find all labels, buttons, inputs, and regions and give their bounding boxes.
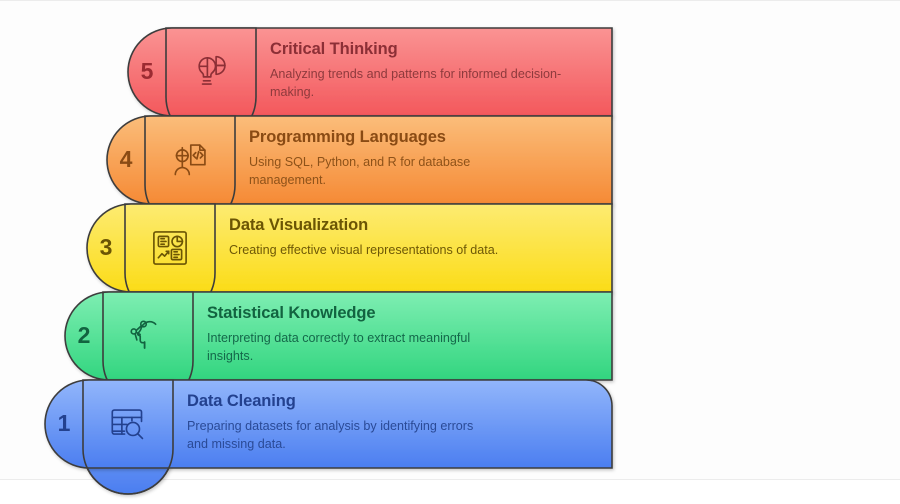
step-number: 5 <box>140 58 154 84</box>
head-profile-network-icon <box>126 314 170 358</box>
row-description: Interpreting data correctly to extract m… <box>207 330 471 363</box>
row-title: Programming Languages <box>249 128 446 146</box>
row-shape <box>86 203 613 319</box>
row-description: Analyzing trends and patterns for inform… <box>270 66 562 99</box>
developer-code-document-icon <box>168 138 212 182</box>
table-search-icon <box>106 402 150 446</box>
row-description: Using SQL, Python, and R for database ma… <box>249 154 471 187</box>
row-shape <box>44 379 613 495</box>
row-bar <box>44 379 613 469</box>
step-number: 3 <box>99 234 113 260</box>
step-number: 2 <box>77 322 91 348</box>
row-description: Creating effective visual representation… <box>229 242 499 257</box>
row-shape <box>127 27 613 143</box>
dashboard-charts-icon <box>148 226 192 270</box>
row-shape <box>106 115 613 231</box>
step-number: 1 <box>57 410 71 436</box>
row-title: Data Visualization <box>229 216 369 234</box>
row-title: Data Cleaning <box>187 392 296 410</box>
row-description: Preparing datasets for analysis by ident… <box>187 418 474 451</box>
row-title: Statistical Knowledge <box>207 304 376 322</box>
row-shape <box>64 291 613 407</box>
lightbulb-pie-chart-icon <box>189 50 233 94</box>
step-number: 4 <box>119 146 133 172</box>
row-title: Critical Thinking <box>270 40 398 58</box>
